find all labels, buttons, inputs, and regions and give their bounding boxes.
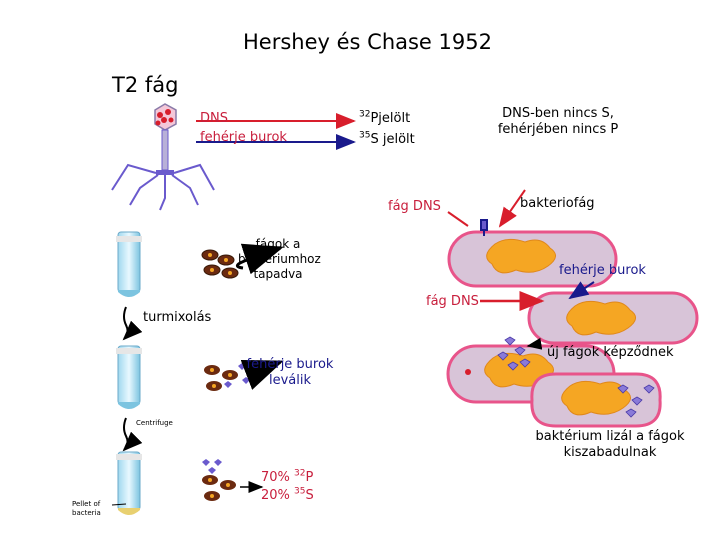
label-new-phages: új fágok képződnek <box>547 345 674 360</box>
label-bacteriophage: bakteriofág <box>520 196 595 211</box>
phage-cluster-2 <box>204 363 250 391</box>
label-s35-marked: 35S jelölt <box>359 130 415 147</box>
label-lysis: baktérium lizál a fágok kiszabadulnak <box>535 429 685 460</box>
bacterium-with-phages <box>447 219 618 288</box>
label-protein-coat-right: fehérje burok <box>559 263 646 278</box>
test-tube-3 <box>116 451 142 515</box>
phage-cluster-3 <box>202 459 236 501</box>
t2-phage-heading: T2 fág <box>112 73 179 97</box>
label-dns: DNS <box>200 111 228 126</box>
bacterium-lysing <box>530 372 662 428</box>
t2-phage-illustration <box>111 103 215 211</box>
result-p32: 70% 32P <box>261 468 314 485</box>
phage-cluster-1 <box>201 249 239 279</box>
label-phage-dns-top: fág DNS <box>388 199 441 214</box>
label-blending: turmixolás <box>143 310 212 325</box>
label-phage-dns-mid: fág DNS <box>426 294 479 309</box>
page-title: Hershey és Chase 1952 <box>243 30 492 54</box>
label-centrifuge: Centrifuge <box>136 419 173 427</box>
label-phages-attached: fágok a baktériumhoz tapadva <box>238 237 321 281</box>
note-no-s-no-p: DNS-ben nincs S, fehérjében nincs P <box>497 106 619 137</box>
label-protein-coat: fehérje burok <box>200 130 287 145</box>
test-tube-2 <box>116 345 142 409</box>
label-coat-detached: fehérje burok leválik <box>246 357 334 388</box>
label-pellet: Pellet of bacteria <box>72 500 101 517</box>
test-tube-1 <box>116 231 142 297</box>
label-p32-marked: 32Pjelölt <box>359 109 411 126</box>
bacterium-injected <box>527 291 699 345</box>
result-s35: 20% 35S <box>261 486 314 503</box>
